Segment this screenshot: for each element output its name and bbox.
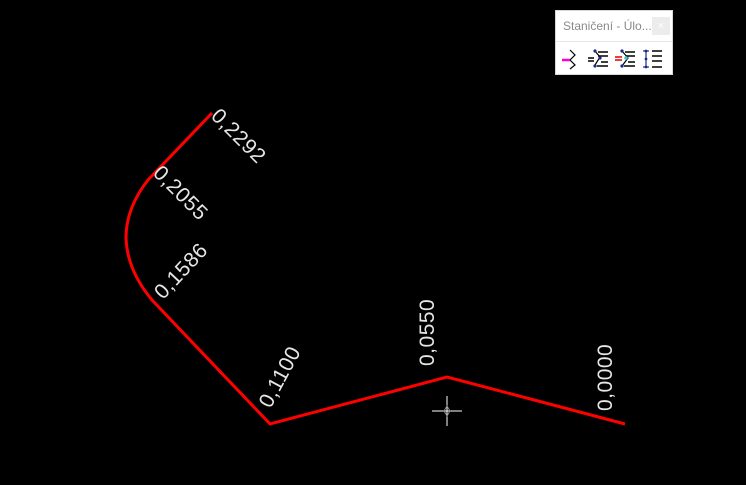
toolbar-title: Staničení - Úlo... <box>563 19 652 33</box>
stationing-sum-button[interactable] <box>586 46 610 72</box>
crosshair-cursor-icon <box>432 396 462 426</box>
stationing-toolbar[interactable]: Staničení - Úlo... × <box>555 10 673 75</box>
close-icon: × <box>657 20 665 32</box>
toolbar-buttons <box>556 42 672 72</box>
stationing-single-button[interactable] <box>559 46 583 72</box>
toolbar-titlebar[interactable]: Staničení - Úlo... × <box>556 11 672 42</box>
station-label-0-0550: 0,0550 <box>416 298 439 366</box>
close-button[interactable]: × <box>652 17 670 35</box>
stationing-offset-sum-button[interactable] <box>613 46 637 72</box>
station-label-0-0000: 0,0000 <box>594 343 617 411</box>
stationing-list-button[interactable] <box>640 46 664 72</box>
alignment-polyline[interactable] <box>124 111 626 426</box>
stationing-sum-icon <box>588 49 608 68</box>
stationing-offset-sum-icon <box>615 49 635 68</box>
stationing-list-icon <box>643 49 662 69</box>
stationing-single-icon <box>562 49 576 70</box>
